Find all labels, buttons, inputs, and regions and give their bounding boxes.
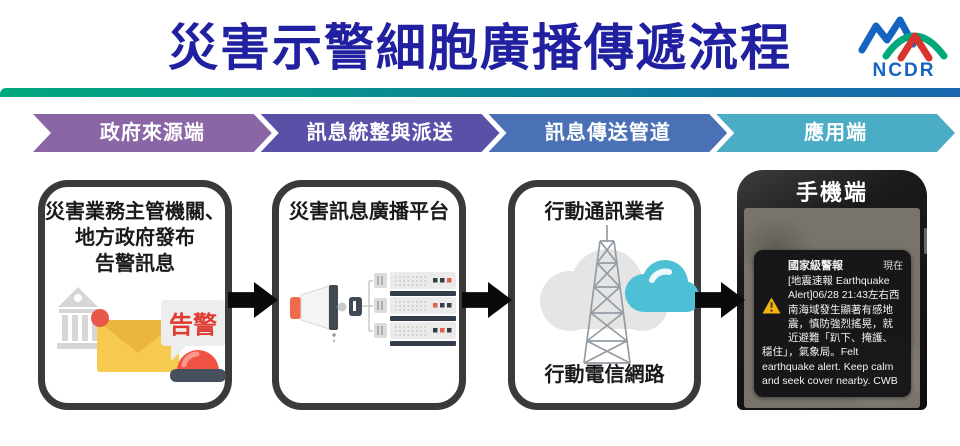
volume-button <box>924 228 927 254</box>
flow-box-government-title: 災害業務主管機關、 地方政府發布 告警訊息 <box>45 199 225 277</box>
government-alert-icon-cluster: 告警 <box>57 287 226 382</box>
megaphone-icon <box>290 285 347 343</box>
envelope-icon <box>91 309 179 372</box>
ncdr-logo: NCDR <box>856 10 952 80</box>
header: 災害示警細胞廣播傳遞流程 NCDR <box>0 0 960 88</box>
stage-government-source: 政府來源端 <box>33 114 272 152</box>
alert-bubble-icon: 告警 <box>161 300 225 361</box>
notification-body: [地震速報 Earthquake Alert]06/28 21:43左右西南海域… <box>762 274 903 388</box>
flow-box-broadcast-title: 災害訊息廣播平台 <box>289 201 449 223</box>
notification-app-title: 國家級警報 <box>788 260 843 272</box>
alert-notification[interactable]: 國家級警報 現在 [地震速報 Earthquake Alert]06/28 21… <box>754 250 911 398</box>
flow-box-mobile-caption: 行動電信網路 <box>544 364 665 386</box>
ncdr-logo-icon: NCDR <box>858 16 948 80</box>
phone-label: 手機端 <box>795 180 868 205</box>
alert-bubble-label: 告警 <box>169 312 217 339</box>
notification-header: 國家級警報 現在 <box>762 257 903 273</box>
warning-icon <box>762 274 788 336</box>
flow-box-mobile-title: 行動通訊業者 <box>544 201 665 223</box>
page-title: 災害示警細胞廣播傳遞流程 <box>168 20 792 76</box>
cell-tower-icon <box>583 225 631 364</box>
ncdr-logo-text: NCDR <box>873 60 936 80</box>
stage-message-integration: 訊息統整與派送 <box>261 114 500 152</box>
stage-delivery-channel: 訊息傳送管道 <box>489 114 728 152</box>
flow-box-government: 災害業務主管機關、 地方政府發布 告警訊息 <box>38 180 232 410</box>
flow-box-broadcast-platform: 災害訊息廣播平台 <box>272 180 466 410</box>
title-line: 告警訊息 <box>95 253 175 275</box>
flow-box-mobile-operator: 行動通訊業者 <box>508 180 701 410</box>
broadcast-icon-cluster <box>290 272 456 346</box>
smartphone: 手機端 國家級警報 現在 [地震速報 Earthquake Alert]06/2… <box>737 170 927 410</box>
server-rack-icon <box>390 272 456 346</box>
teal-cloud-icon <box>625 260 699 312</box>
title-line: 災害業務主管機關、 <box>45 201 225 223</box>
flow-arrow-icon <box>462 282 512 318</box>
notification-message: [地震速報 Earthquake Alert]06/28 21:43左右西南海域… <box>762 275 900 387</box>
notification-time: 現在 <box>883 261 903 272</box>
flow-arrow-icon <box>228 282 278 318</box>
government-building-icon <box>57 287 99 349</box>
siren-icon <box>170 350 226 382</box>
title-line: 地方政府發布 <box>75 227 195 249</box>
stage-application-end: 應用端 <box>716 114 955 152</box>
alert-dot-icon <box>91 309 109 327</box>
dispatch-node-icon <box>349 273 387 338</box>
network-icon-cluster <box>540 225 699 364</box>
stage-chevron-band: 政府來源端 訊息統整與派送 訊息傳送管道 應用端 <box>33 114 955 152</box>
phone-screen: 國家級警報 現在 [地震速報 Earthquake Alert]06/28 21… <box>744 208 920 408</box>
accent-gradient-bar <box>0 88 960 97</box>
